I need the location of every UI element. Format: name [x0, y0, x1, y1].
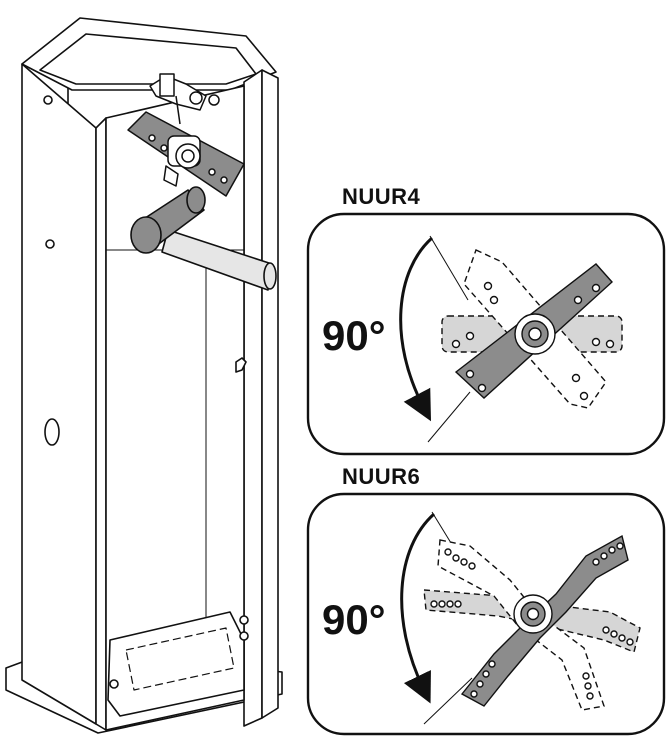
cable-entry-hole	[44, 418, 60, 446]
model-label-nuur6: NUUR6	[342, 464, 421, 489]
rotation-arrow	[399, 236, 433, 422]
reference-line	[429, 235, 469, 301]
screw-hole	[239, 631, 249, 641]
latch-clip	[235, 357, 247, 373]
panel-nuur6	[306, 492, 666, 736]
reference-line	[427, 391, 471, 443]
rotation-arrow	[400, 512, 436, 704]
cabinet-front-frame	[95, 117, 107, 731]
cabinet-bottom-tray	[107, 611, 245, 717]
model-label-nuur4: NUUR4	[342, 184, 421, 209]
screw-hole	[239, 615, 249, 625]
screw-hole	[109, 679, 119, 689]
bar-rotated-position	[460, 534, 629, 707]
screw-hole	[43, 95, 53, 105]
mounting-bracket	[127, 73, 245, 197]
reference-line	[423, 677, 473, 725]
hammer-tool	[130, 186, 277, 291]
angle-label-nuur4: 90°	[322, 312, 386, 359]
cabinet-left-side	[21, 63, 97, 725]
angle-label-nuur6: 90°	[322, 596, 386, 643]
bar-rotated-position	[454, 263, 613, 399]
screw-hole	[45, 239, 55, 249]
panel-nuur4	[306, 212, 666, 456]
